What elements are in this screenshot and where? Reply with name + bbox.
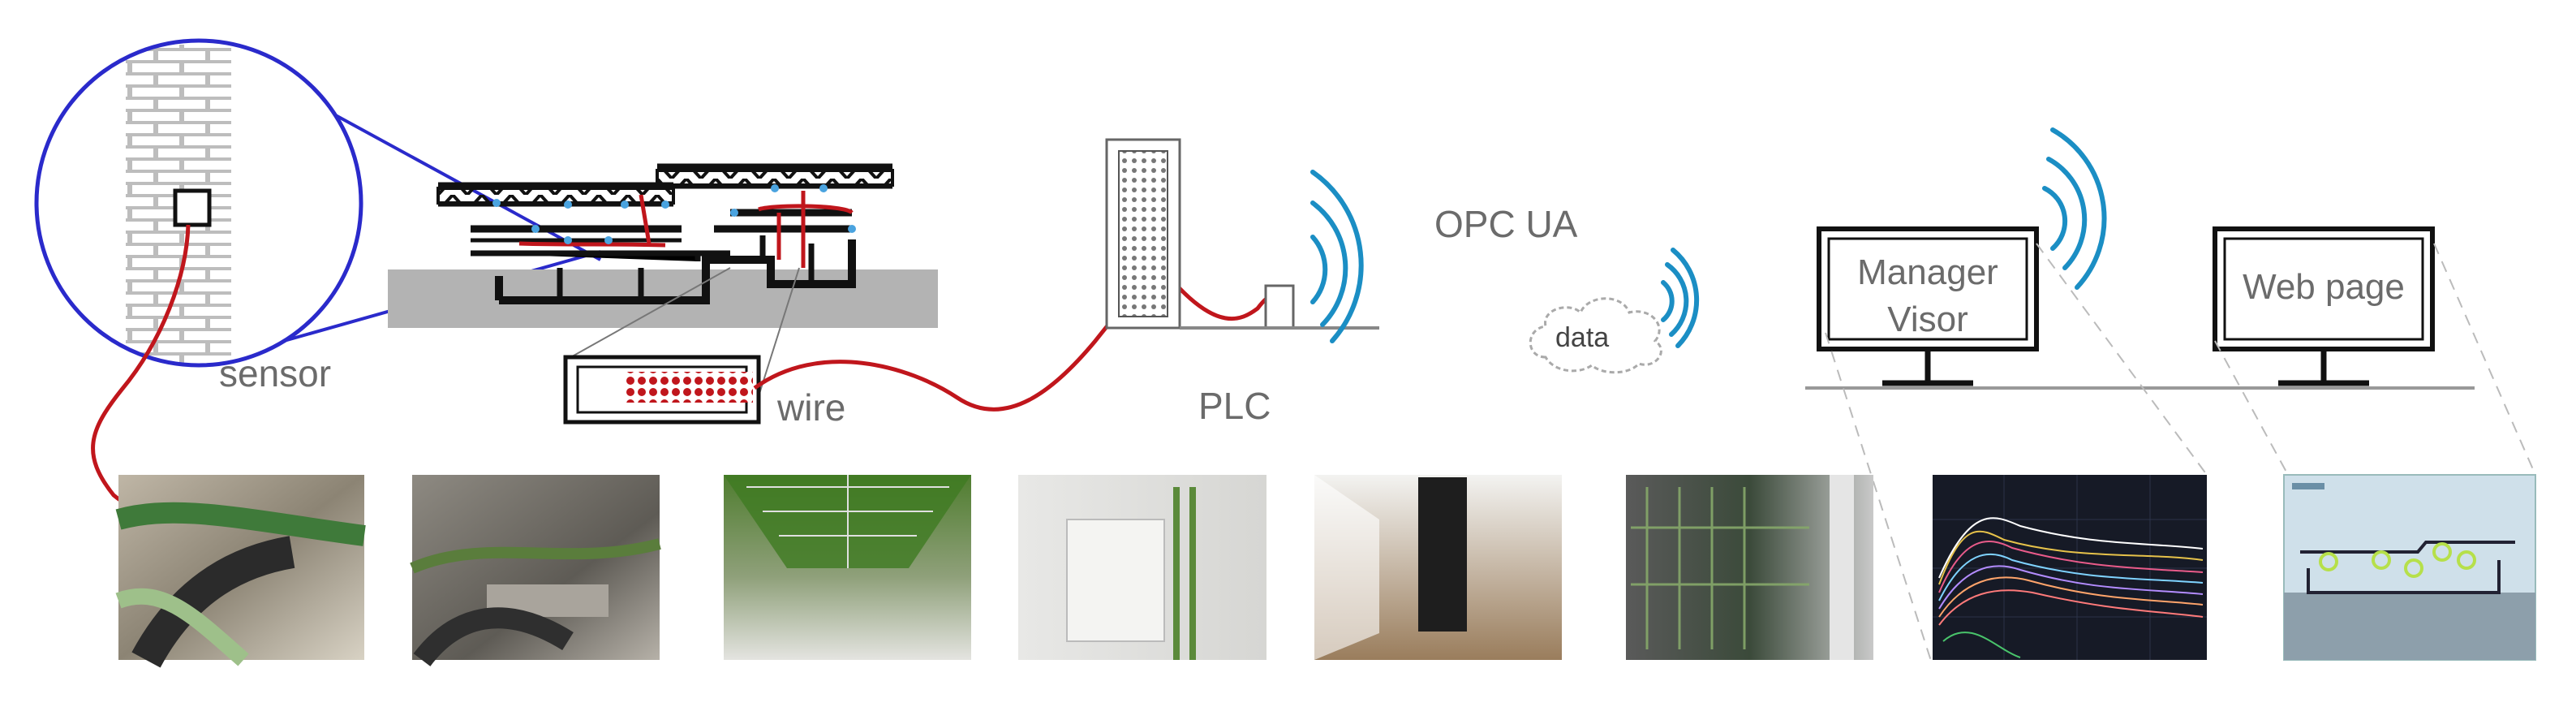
monitor-icon [1817, 226, 2039, 386]
wifi-signal-icon [2042, 127, 2107, 290]
photo-plc-box [1018, 475, 1266, 660]
chart-screenshot [1933, 475, 2207, 660]
sensor-magnifier [34, 38, 601, 368]
photo-cable-bundle [115, 475, 366, 668]
projection-line [567, 267, 731, 360]
photo-cable-tray [724, 475, 971, 660]
photo-rack-wiring [1626, 475, 1873, 660]
monitor-icon [2213, 226, 2435, 386]
manager-visor-label-line1: Manager [1857, 252, 1998, 292]
photo-ceiling-cables [410, 475, 661, 667]
projection-lines [1825, 243, 2536, 662]
wifi-signal-icon [1310, 170, 1364, 343]
wifi-signal-icon [1661, 248, 1700, 348]
plc-label: PLC [1198, 385, 1271, 427]
wire-detail-box [563, 355, 761, 425]
webpage-screenshot [2283, 474, 2536, 661]
opc-ua-label: OPC UA [1434, 203, 1578, 245]
sensor-icon [173, 188, 212, 227]
plc-cabinet [1105, 138, 1379, 330]
projection-line [758, 267, 800, 397]
cloud-icon [1529, 297, 1662, 374]
building-section [388, 163, 938, 328]
plc-cable [753, 273, 1292, 412]
photo-server-rack-room [1314, 475, 1562, 660]
wire-label: wire [776, 386, 845, 429]
photo-strip [115, 474, 2536, 668]
web-page-label: Web page [2243, 267, 2405, 307]
manager-visor-label-line2: Visor [1887, 300, 1967, 339]
data-label: data [1555, 322, 1609, 353]
sensor-label: sensor [219, 352, 331, 394]
magnifier-lens [34, 38, 363, 368]
